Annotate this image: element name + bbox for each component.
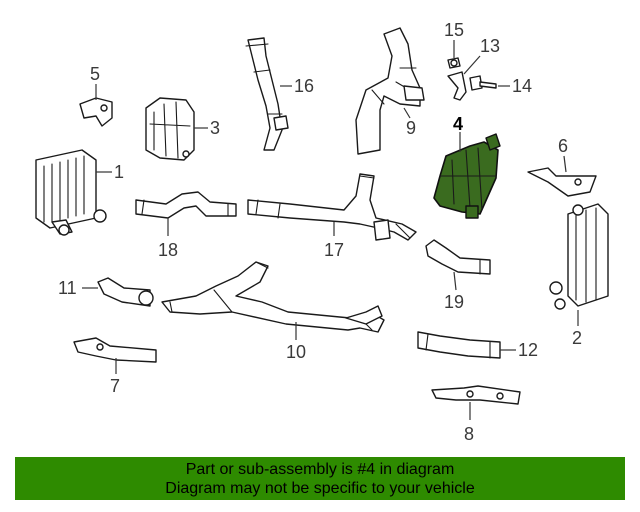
callout-13[interactable]: 13 (480, 36, 500, 56)
part-12-hose[interactable] (417, 331, 501, 359)
banner-line-2: Diagram may not be specific to your vehi… (165, 480, 475, 497)
callout-11[interactable]: 11 (58, 278, 77, 298)
part-10-pipe[interactable] (161, 261, 385, 333)
callout-1[interactable]: 1 (114, 162, 124, 182)
part-18-hose[interactable] (135, 191, 237, 219)
part-16-hose[interactable] (245, 37, 289, 151)
part-2-intercooler[interactable] (549, 203, 609, 310)
callout-12[interactable]: 12 (518, 340, 538, 360)
callout-15[interactable]: 15 (444, 20, 464, 40)
part-15-clip[interactable] (447, 57, 461, 69)
part-9-hose[interactable] (355, 27, 425, 155)
callout-14[interactable]: 14 (512, 76, 532, 96)
part-3-housing[interactable] (145, 97, 195, 161)
part-7-bracket[interactable] (73, 337, 157, 363)
part-6-bracket[interactable] (527, 167, 597, 197)
callout-9[interactable]: 9 (406, 118, 416, 138)
callout-3[interactable]: 3 (210, 118, 220, 138)
leader-lines (82, 40, 579, 420)
callout-10[interactable]: 10 (286, 342, 306, 362)
callout-19[interactable]: 19 (444, 292, 464, 312)
part-17-pipe[interactable] (247, 173, 417, 241)
callout-7[interactable]: 7 (110, 376, 120, 396)
callout-18[interactable]: 18 (158, 240, 178, 260)
callout-4[interactable]: 4 (453, 114, 463, 134)
banner-line-1: Part or sub-assembly is #4 in diagram (185, 461, 455, 478)
info-banner: Part or sub-assembly is #4 in diagram Di… (15, 457, 625, 500)
part-8-bracket[interactable] (431, 385, 521, 405)
part-13-bracket[interactable] (447, 71, 467, 101)
callout-8[interactable]: 8 (464, 424, 474, 444)
callout-5[interactable]: 5 (90, 64, 100, 84)
part-5-bracket[interactable] (79, 97, 113, 127)
callout-16[interactable]: 16 (294, 76, 314, 96)
callout-numbers: 1 2 3 4 5 6 7 8 9 10 11 12 13 14 15 16 1… (58, 20, 582, 444)
callout-17[interactable]: 17 (324, 240, 344, 260)
part-1-intercooler[interactable] (35, 149, 107, 236)
part-4-component[interactable] (433, 133, 501, 219)
callout-6[interactable]: 6 (558, 136, 568, 156)
part-14-bolt[interactable] (469, 75, 497, 91)
part-19-hose[interactable] (425, 239, 491, 275)
parts-diagram: 1 2 3 4 5 6 7 8 9 10 11 12 13 14 15 16 1… (35, 20, 609, 444)
part-11-hose[interactable] (97, 277, 154, 307)
callout-2[interactable]: 2 (572, 328, 582, 348)
